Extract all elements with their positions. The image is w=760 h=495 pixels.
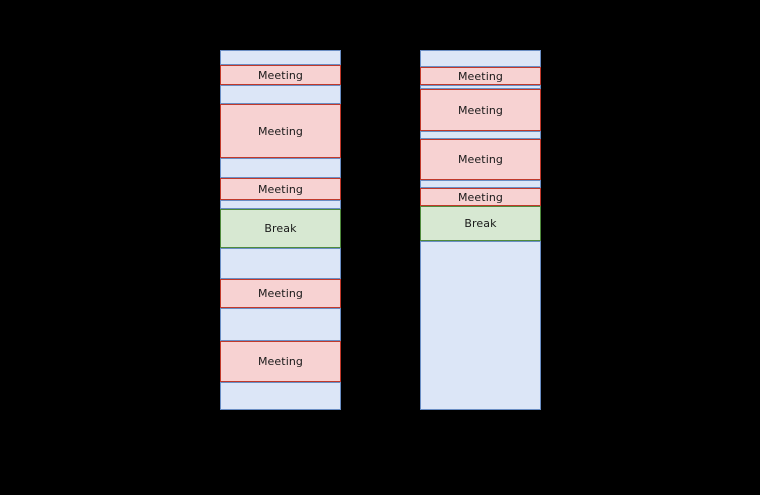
schedule-segment-free[interactable]	[220, 85, 341, 104]
schedule-segment-free[interactable]	[220, 200, 341, 209]
segment-label: Meeting	[257, 182, 304, 196]
schedule-segment-free[interactable]	[220, 382, 341, 410]
segment-label: Meeting	[457, 69, 504, 83]
schedule-segment-meeting[interactable]: Meeting	[220, 65, 341, 85]
segment-label: Meeting	[457, 103, 504, 117]
schedule-segment-meeting[interactable]: Meeting	[220, 178, 341, 200]
schedule-segment-free[interactable]	[420, 85, 541, 89]
segment-label: Break	[264, 222, 297, 235]
schedule-segment-free[interactable]	[420, 131, 541, 139]
segment-label: Meeting	[457, 153, 504, 166]
schedule-segment-meeting[interactable]: Meeting	[420, 67, 541, 85]
schedule-segment-free[interactable]	[220, 50, 341, 65]
schedule-segment-free[interactable]	[220, 308, 341, 341]
schedule-segment-break[interactable]: Break	[220, 209, 341, 248]
schedule-segment-meeting[interactable]: Meeting	[220, 341, 341, 382]
schedule-segment-meeting[interactable]: Meeting	[420, 89, 541, 131]
schedule-segment-meeting[interactable]: Meeting	[220, 104, 341, 158]
segment-label: Break	[464, 217, 497, 230]
segment-label: Meeting	[257, 287, 304, 300]
schedule-segment-free[interactable]	[420, 50, 541, 67]
segment-label: Meeting	[257, 355, 304, 368]
segment-label: Meeting	[457, 190, 504, 204]
schedule-segment-free[interactable]	[220, 158, 341, 178]
schedule-segment-meeting[interactable]: Meeting	[420, 139, 541, 180]
schedule-segment-free[interactable]	[220, 248, 341, 279]
schedule-segment-meeting[interactable]: Meeting	[420, 188, 541, 206]
schedule-segment-free[interactable]	[420, 241, 541, 410]
schedule-segment-break[interactable]: Break	[420, 206, 541, 241]
segment-label: Meeting	[257, 68, 304, 82]
schedule-segment-meeting[interactable]: Meeting	[220, 279, 341, 308]
schedule-segment-free[interactable]	[420, 180, 541, 188]
segment-label: Meeting	[257, 124, 304, 138]
